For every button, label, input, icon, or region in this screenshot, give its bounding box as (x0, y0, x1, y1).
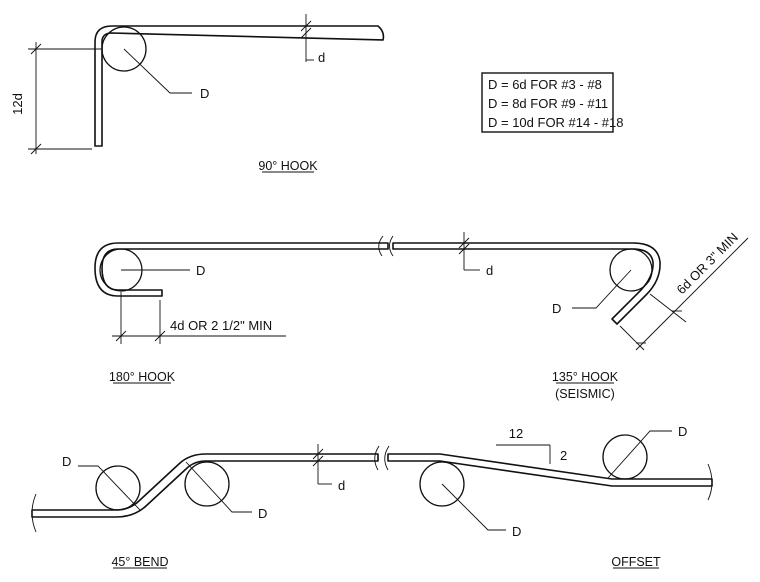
offset-detail: D D 12 2 OFFSET (387, 424, 713, 569)
bend-diameter-table-border (481, 72, 614, 133)
middle-bar-d-dim: d (458, 232, 493, 278)
hook-180-dim-ext: 4d OR 2 1/2" MIN (170, 318, 272, 333)
hook-135-dim-line (635, 237, 749, 351)
hook-180-detail: D 4d OR 2 1/2" MIN 180° HOOK (94, 242, 389, 384)
hook-90-12d-tick-top (30, 43, 42, 55)
bend-45-bar (31, 453, 379, 518)
offset-circle-top (602, 434, 648, 480)
hook-180-dim-tick-2 (154, 330, 166, 342)
hook-90-d-tick-1 (300, 20, 312, 32)
offset-slope-run: 12 (509, 426, 523, 441)
bend-diameter-row-3: D = 10d FOR #14 - #18 (488, 115, 624, 130)
hook-90-d-leader (123, 48, 192, 94)
offset-slope-rise: 2 (560, 448, 567, 463)
bend-45-d-leader-left (78, 465, 141, 511)
hook-90-dim-12d: 12d (10, 93, 25, 115)
bend-45-label-D-left: D (62, 454, 71, 469)
bend-offset-break (374, 445, 390, 471)
bend-45-d-tick-1 (312, 448, 324, 460)
hook-180-dim-tick-1 (115, 330, 127, 342)
hook-135-ext-line-1 (619, 325, 645, 351)
hook-90-bar (94, 25, 385, 147)
hook-135-title: 135° HOOK (552, 370, 619, 384)
offset-right-break (707, 463, 713, 501)
offset-label-D-top: D (678, 424, 687, 439)
bend-diameter-table: D = 6d FOR #3 - #8 D = 8d FOR #9 - #11 D… (481, 72, 624, 133)
bend-45-d-leader-right (185, 461, 252, 513)
bend-diameter-row-2: D = 8d FOR #9 - #11 (488, 96, 608, 111)
bend-45-d-tick-2 (312, 455, 324, 467)
break-line-1 (378, 235, 384, 257)
bend-45-detail: D D d 45° BEND (31, 444, 379, 569)
hook-90-dim-d: d (318, 50, 325, 65)
break-line-4 (384, 445, 390, 471)
hook-135-bar (392, 242, 661, 325)
hook-135-subtitle: (SEISMIC) (555, 387, 615, 401)
bend-45-circle-right (184, 461, 230, 507)
bend-45-left-break (31, 493, 37, 533)
hook-135-bend-circle (609, 248, 653, 292)
hook-90-d-tick-2 (300, 27, 312, 39)
hook-135-ext-line-2 (649, 293, 687, 323)
hook-180-label-D: D (196, 263, 205, 278)
hook-135-d-leader (572, 269, 632, 309)
offset-label-D-bottom: D (512, 524, 521, 539)
break-line-2 (389, 235, 394, 257)
offset-d-leader-bottom (441, 483, 506, 531)
hook-180-135-break (378, 235, 394, 257)
offset-d-leader-top (607, 430, 672, 479)
hook-90-label-D: D (200, 86, 209, 101)
hook-90-title: 90° HOOK (258, 159, 318, 173)
bend-45-title: 45° BEND (111, 555, 168, 569)
bend-45-label-D-right: D (258, 506, 267, 521)
hook-135-dim-ext: 6d OR 3" MIN (674, 230, 742, 298)
hook-135-label-D: D (552, 301, 561, 316)
hook-180-title: 180° HOOK (109, 370, 176, 384)
bend-45-dim-d: d (338, 478, 345, 493)
hook-180-dim-d: d (486, 263, 493, 278)
hook-180-bar (94, 242, 389, 297)
hook-90-12d-tick-bottom (30, 143, 42, 155)
bend-45-circle-left (95, 465, 141, 511)
offset-title: OFFSET (611, 555, 661, 569)
offset-circle-bottom (419, 461, 465, 507)
bend-diameter-row-1: D = 6d FOR #3 - #8 (488, 77, 602, 92)
hook-135-detail: D 6d OR 3" MIN 135° HOOK (SEISMIC) (392, 230, 749, 401)
hook-90-detail: D 12d d 90° HOOK (10, 14, 385, 173)
break-line-3 (374, 445, 380, 471)
